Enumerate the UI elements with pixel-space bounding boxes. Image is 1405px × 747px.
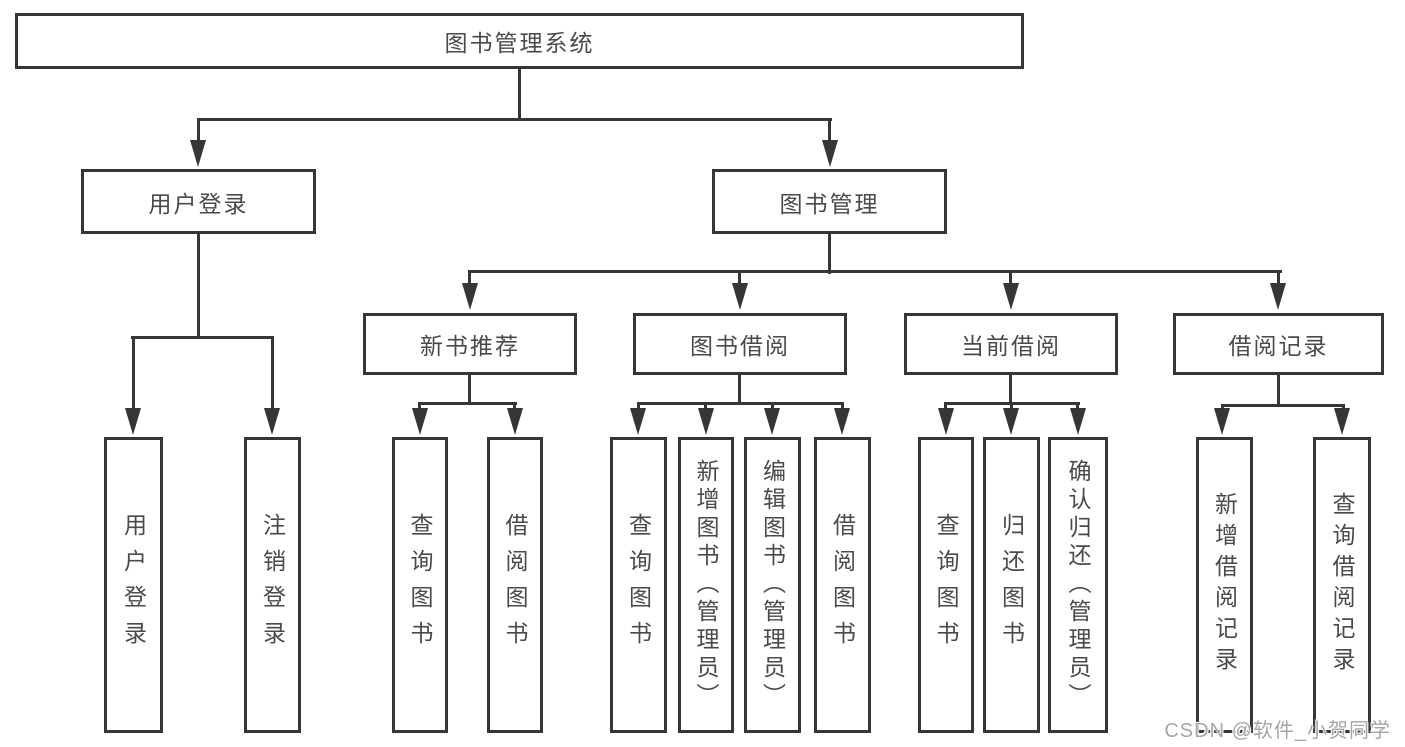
node-records-add-record-label: 新增借阅记录 — [1211, 492, 1238, 678]
node-recommend-borrow-book: 借阅图书 — [487, 437, 543, 733]
arrowhead-down-icon — [125, 408, 141, 435]
node-current-query-book: 查询图书 — [918, 437, 974, 733]
arrowhead-down-icon — [698, 408, 714, 435]
node-root: 图书管理系统 — [15, 13, 1024, 69]
node-user-login-label: 用户登录 — [148, 190, 249, 217]
connector-line — [271, 336, 274, 410]
arrowhead-down-icon — [822, 140, 838, 167]
arrowhead-down-icon — [1003, 408, 1019, 435]
node-borrowing-records: 借阅记录 — [1173, 313, 1384, 375]
node-records-query-record-label: 查询借阅记录 — [1329, 492, 1355, 678]
node-borrowing-query-book-label: 查询图书 — [625, 513, 652, 657]
node-borrowing-edit-book-admin-label: 编辑图书（管理员） — [759, 459, 786, 711]
connector-line — [197, 234, 200, 338]
node-borrowing-query-book: 查询图书 — [610, 437, 667, 733]
node-user-login: 用户登录 — [81, 169, 316, 234]
node-current-confirm-return-admin: 确认归还（管理员） — [1048, 437, 1108, 733]
connector-line — [131, 336, 274, 339]
connector-line — [1010, 402, 1013, 412]
connector-line — [513, 402, 516, 412]
connector-line — [518, 69, 521, 121]
arrowhead-down-icon — [507, 408, 523, 435]
connector-line — [468, 270, 1282, 273]
arrowhead-down-icon — [1214, 408, 1230, 435]
node-records-add-record: 新增借阅记录 — [1196, 437, 1253, 733]
connector-line — [828, 234, 831, 274]
arrowhead-down-icon — [834, 408, 850, 435]
connector-line — [197, 118, 200, 146]
node-recommend-borrow-book-label: 借阅图书 — [502, 513, 528, 657]
node-recommend-query-book: 查询图书 — [392, 437, 448, 733]
connector-line — [738, 375, 741, 404]
arrowhead-down-icon — [1070, 408, 1086, 435]
connector-line — [197, 118, 832, 121]
node-current-return-book: 归还图书 — [983, 437, 1040, 733]
arrowhead-down-icon — [190, 140, 206, 167]
connector-line — [944, 402, 947, 412]
connector-line — [704, 402, 707, 412]
node-borrowing-borrow-book: 借阅图书 — [814, 437, 871, 733]
node-logout-action-label: 注销登录 — [259, 513, 286, 657]
node-book-management-label: 图书管理 — [779, 190, 880, 217]
node-book-borrowing-label: 图书借阅 — [690, 333, 790, 359]
arrowhead-down-icon — [630, 408, 646, 435]
connector-line — [637, 402, 640, 412]
arrowhead-down-icon — [1334, 408, 1350, 435]
connector-line — [1076, 402, 1079, 412]
node-borrowing-edit-book-admin: 编辑图书（管理员） — [744, 437, 801, 733]
node-book-borrowing: 图书借阅 — [633, 313, 847, 375]
node-current-query-book-label: 查询图书 — [933, 513, 959, 657]
connector-line — [468, 375, 471, 404]
connector-line — [1277, 270, 1280, 285]
connector-line — [828, 118, 831, 146]
connector-line — [418, 402, 421, 412]
node-root-label: 图书管理系统 — [444, 30, 595, 56]
node-login-action: 用户登录 — [104, 437, 163, 733]
node-current-borrowing-label: 当前借阅 — [961, 333, 1061, 359]
node-new-book-recommend: 新书推荐 — [363, 313, 577, 375]
connector-line — [132, 336, 135, 410]
node-login-action-label: 用户登录 — [120, 513, 147, 657]
node-current-confirm-return-admin-label: 确认归还（管理员） — [1065, 459, 1091, 711]
arrowhead-down-icon — [732, 283, 748, 310]
node-current-borrowing: 当前借阅 — [904, 313, 1118, 375]
arrowhead-down-icon — [462, 283, 478, 310]
connector-line — [841, 402, 844, 412]
arrowhead-down-icon — [764, 408, 780, 435]
connector-line — [1009, 270, 1012, 285]
node-current-return-book-label: 归还图书 — [998, 513, 1025, 657]
connector-line — [1277, 375, 1280, 406]
node-book-management: 图书管理 — [712, 169, 947, 234]
arrowhead-down-icon — [1270, 283, 1286, 310]
connector-line — [738, 270, 741, 285]
node-new-book-recommend-label: 新书推荐 — [420, 333, 520, 359]
connector-line — [771, 402, 774, 412]
connector-line — [1221, 404, 1345, 407]
node-logout-action: 注销登录 — [244, 437, 301, 733]
arrowhead-down-icon — [938, 408, 954, 435]
node-borrowing-add-book-admin: 新增图书（管理员） — [678, 437, 734, 733]
arrowhead-down-icon — [412, 408, 428, 435]
node-borrowing-borrow-book-label: 借阅图书 — [829, 513, 856, 657]
connector-line — [418, 402, 517, 405]
connector-line — [468, 270, 471, 285]
connector-line — [1009, 375, 1012, 404]
arrowhead-down-icon — [264, 408, 280, 435]
arrowhead-down-icon — [1003, 283, 1019, 310]
node-records-query-record: 查询借阅记录 — [1313, 437, 1371, 733]
connector-line — [637, 402, 844, 405]
node-recommend-query-book-label: 查询图书 — [407, 513, 433, 657]
csdn-watermark: CSDN @软件_小贺同学 — [1164, 720, 1391, 742]
node-borrowing-add-book-admin-label: 新增图书（管理员） — [693, 459, 719, 711]
node-borrowing-records-label: 借阅记录 — [1228, 333, 1329, 359]
